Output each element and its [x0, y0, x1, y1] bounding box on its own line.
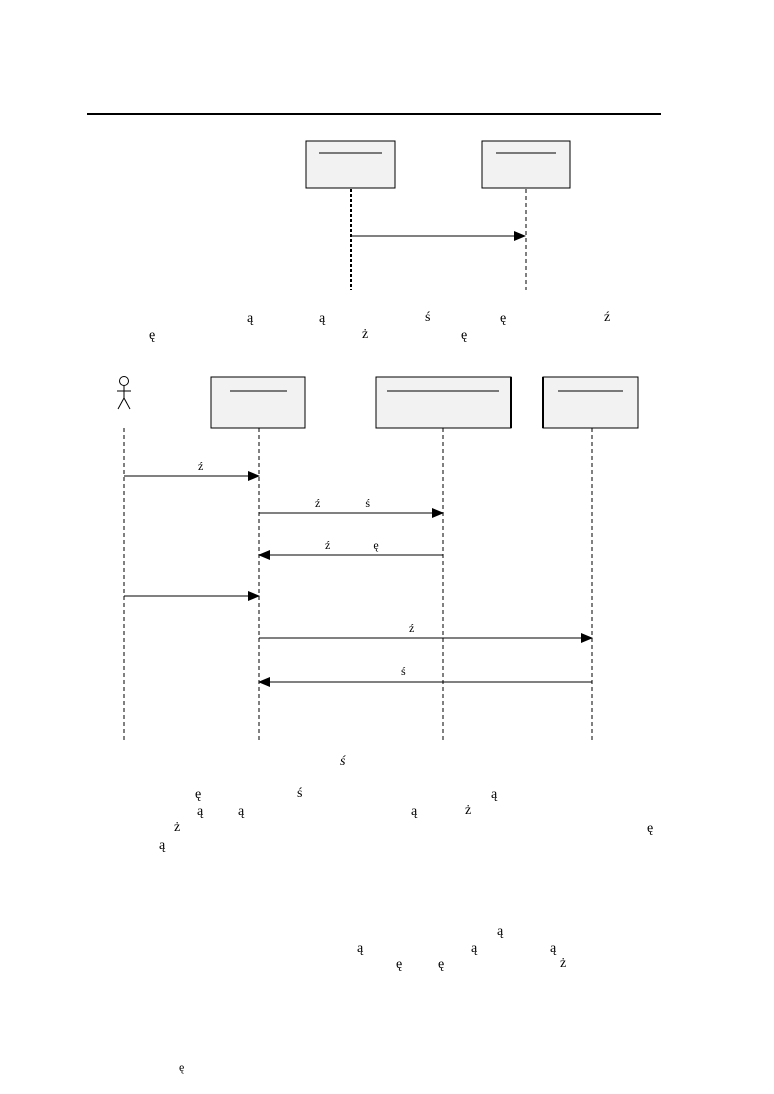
- sequence-diagram-1: [305, 140, 571, 290]
- caption-fragment: ź: [604, 310, 611, 325]
- text-fragment: ą: [411, 804, 418, 819]
- text-fragment: ą: [471, 941, 478, 956]
- message-label: ś: [401, 664, 406, 678]
- message-label: ź: [198, 459, 204, 473]
- object-box: [481, 140, 571, 189]
- text-fragment: ą: [238, 804, 245, 819]
- text-fragment: ą: [550, 941, 557, 956]
- text-fragment: ż: [174, 820, 181, 835]
- caption-fragment: ż: [362, 327, 369, 342]
- text-fragment: ę: [647, 821, 654, 836]
- caption-fragment: ś: [340, 754, 346, 769]
- text-fragment: ż: [560, 956, 567, 971]
- caption-fragment: ę: [500, 311, 507, 326]
- actor-icon: [117, 376, 131, 410]
- object-box: [542, 376, 639, 429]
- text-fragment: ą: [491, 787, 498, 802]
- caption-fragment: ę: [461, 328, 468, 343]
- text-fragment: ę: [396, 957, 403, 972]
- footer-fragment: ę: [179, 1060, 185, 1074]
- text-fragment: ż: [465, 803, 472, 818]
- caption-fragment: ś: [425, 310, 431, 325]
- text-fragment: ą: [197, 804, 204, 819]
- text-fragment: ę: [438, 957, 445, 972]
- text-fragment: ą: [497, 924, 504, 939]
- message-label: ź ś: [315, 496, 370, 510]
- text-fragment: ś: [297, 786, 303, 801]
- object-box: [305, 140, 396, 189]
- object-box: [375, 376, 512, 429]
- object-box: [210, 376, 306, 429]
- caption-fragment: ą: [319, 311, 326, 326]
- caption-fragment: ą: [247, 311, 254, 326]
- message-label: ź: [409, 621, 415, 635]
- text-fragment: ę: [195, 787, 202, 802]
- text-fragment: ą: [159, 838, 166, 853]
- sequence-diagram-2: [117, 376, 639, 742]
- message-label: ź ę: [325, 538, 379, 552]
- caption-fragment: ę: [149, 328, 156, 343]
- text-fragment: ą: [357, 941, 364, 956]
